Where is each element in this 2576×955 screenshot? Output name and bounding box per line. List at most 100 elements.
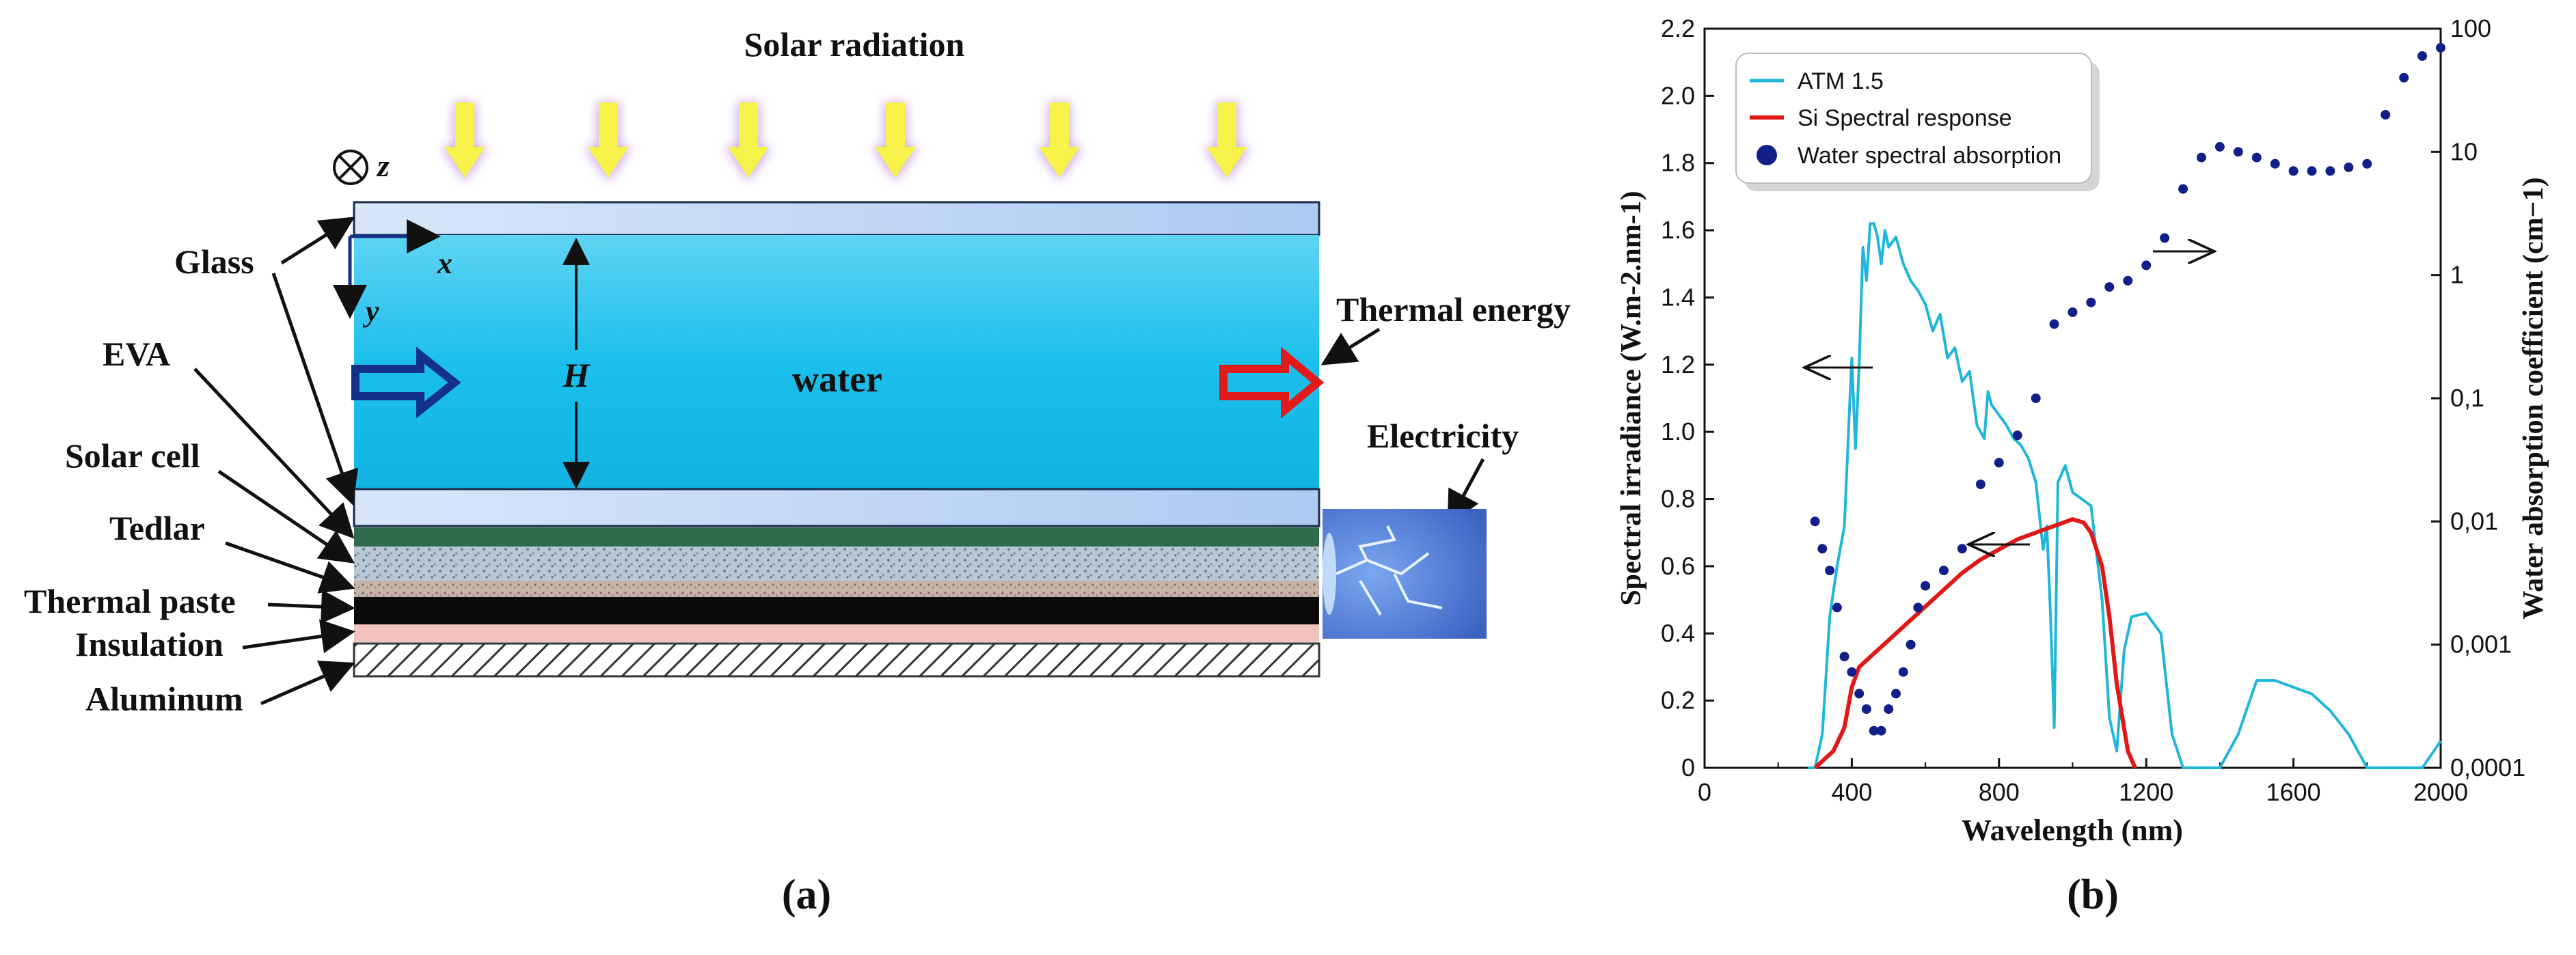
water-absorption-point — [1839, 652, 1849, 662]
water-absorption-point — [2344, 162, 2354, 172]
water-absorption-point — [2436, 42, 2445, 53]
caption-a: (a) — [782, 872, 831, 918]
water-absorption-point — [2270, 158, 2280, 169]
water-absorption-point — [1832, 603, 1842, 613]
thermal-energy-pointer — [1320, 327, 1381, 365]
sun-arrow-icon — [585, 102, 632, 181]
solar-radiation-label: Solar radiation — [744, 25, 965, 64]
water-absorption-point — [1913, 603, 1923, 613]
water-absorption-point — [1847, 667, 1857, 677]
water-absorption-point — [2214, 141, 2225, 152]
water-absorption-point — [1898, 667, 1908, 677]
y2-tick-label: 0,1 — [2450, 384, 2484, 412]
water-absorption-point — [1906, 639, 1916, 650]
x-axis-title: Wavelength (nm) — [1962, 814, 2183, 847]
glass-top-layer — [353, 201, 1320, 236]
water-absorption-point — [1817, 544, 1828, 554]
legend-swatch-water — [1757, 145, 1777, 165]
electricity-label: Electricity — [1367, 417, 1519, 455]
eva-pointer — [193, 368, 355, 539]
water-absorption-point — [1869, 725, 1879, 736]
sun-arrow-icon — [872, 102, 919, 181]
layer-label-eva: EVA — [103, 335, 170, 373]
thermal-paste-layer — [354, 597, 1319, 624]
sun-arrow-icon — [1036, 102, 1083, 181]
water-absorption-point — [2067, 307, 2078, 317]
solar-cell-pointer — [217, 469, 355, 564]
glass-pointer-top — [280, 217, 355, 265]
y-axis-title: Spectral irradiance (W.m-2.nm-1) — [1616, 191, 1647, 605]
y-tick-label: 1.2 — [1661, 350, 1695, 378]
water-absorption-point — [1921, 581, 1931, 591]
y-tick-label: 0 — [1681, 753, 1695, 781]
y-tick-label: 0.2 — [1661, 687, 1695, 715]
water-absorption-point — [1825, 566, 1835, 576]
y-tick-label: 1.0 — [1661, 417, 1695, 445]
thermal-energy-label: Thermal energy — [1336, 290, 1571, 329]
sun-arrow-icon — [1204, 102, 1250, 181]
water-absorption-point — [2233, 147, 2243, 157]
x-axis-label: x — [437, 247, 452, 280]
legend-label-atm: ATM 1.5 — [1798, 68, 1884, 94]
water-absorption-point — [1884, 704, 1894, 714]
glass-pointer-bottom — [271, 273, 359, 506]
water-absorption-point — [1957, 544, 1967, 554]
layer-label-tedlar: Tedlar — [109, 509, 205, 547]
water-absorption-point — [2049, 319, 2059, 329]
water-label: water — [792, 359, 882, 400]
y2-tick-label: 100 — [2450, 14, 2491, 42]
x-tick-label: 400 — [1831, 778, 1872, 806]
water-absorption-point — [2288, 166, 2299, 176]
water-absorption-point — [1891, 689, 1901, 699]
insulation-layer — [354, 624, 1319, 642]
y2-tick-label: 1 — [2450, 261, 2464, 289]
water-absorption-point — [1994, 458, 2004, 468]
water-absorption-point — [1939, 566, 1949, 576]
height-label: H — [562, 356, 591, 394]
x-tick-label: 1200 — [2119, 778, 2173, 806]
y-tick-label: 0.6 — [1661, 552, 1695, 580]
x-tick-label: 1600 — [2266, 778, 2321, 806]
layer-label-aluminum: Aluminum — [85, 680, 243, 718]
water-channel — [354, 235, 1319, 489]
eva-layer — [354, 527, 1319, 546]
water-absorption-point — [1854, 689, 1865, 699]
water-absorption-point — [2381, 110, 2391, 120]
water-absorption-point — [2123, 275, 2133, 286]
water-absorption-point — [2031, 393, 2041, 403]
y-tick-label: 0.8 — [1661, 485, 1695, 513]
y-tick-label: 2.0 — [1661, 81, 1695, 109]
panel-b: 00.20.40.60.81.01.21.41.61.82.02.2 0,000… — [1616, 14, 2549, 918]
tedlar-layer — [354, 581, 1319, 597]
layer-label-thermal-paste: Thermal paste — [24, 582, 236, 620]
water-absorption-point — [2307, 166, 2317, 176]
x-tick-label: 800 — [1979, 778, 2020, 806]
y2-axis-title: Water absorption coefficient (cm−1) — [2518, 177, 2549, 619]
sun-arrow-icon — [442, 102, 488, 181]
legend-label-water: Water spectral absorption — [1798, 143, 2061, 169]
panel-a: Solar radiation — [24, 25, 1571, 918]
layer-labels: Glass EVA Solar cell Tedlar Thermal past… — [24, 217, 359, 718]
water-absorption-point — [1876, 725, 1886, 736]
z-axis-into-page-icon — [333, 150, 368, 185]
inlet-flow-arrow — [351, 346, 461, 419]
y-tick-label: 1.8 — [1661, 149, 1695, 177]
y-tick-label: 1.4 — [1661, 283, 1695, 311]
water-absorption-point — [2012, 430, 2022, 441]
outlet-flow-arrow — [1219, 346, 1325, 419]
y2-tick-label: 0,01 — [2450, 507, 2498, 535]
aluminum-layer — [353, 642, 1320, 678]
caption-b: (b) — [2067, 872, 2119, 918]
y2-tick-label: 0,001 — [2450, 631, 2512, 659]
tedlar-pointer — [225, 541, 355, 594]
layer-label-glass: Glass — [174, 243, 254, 281]
glass-bottom-layer — [353, 488, 1320, 527]
legend: ATM 1.5 Si Spectral response Water spect… — [1735, 53, 2100, 191]
water-absorption-point — [2160, 233, 2170, 243]
insulation-pointer — [242, 619, 355, 654]
water-absorption-point — [2362, 158, 2372, 169]
water-absorption-point — [2141, 260, 2152, 271]
y-axis-label: y — [362, 294, 379, 328]
water-absorption-point — [1975, 480, 1985, 489]
